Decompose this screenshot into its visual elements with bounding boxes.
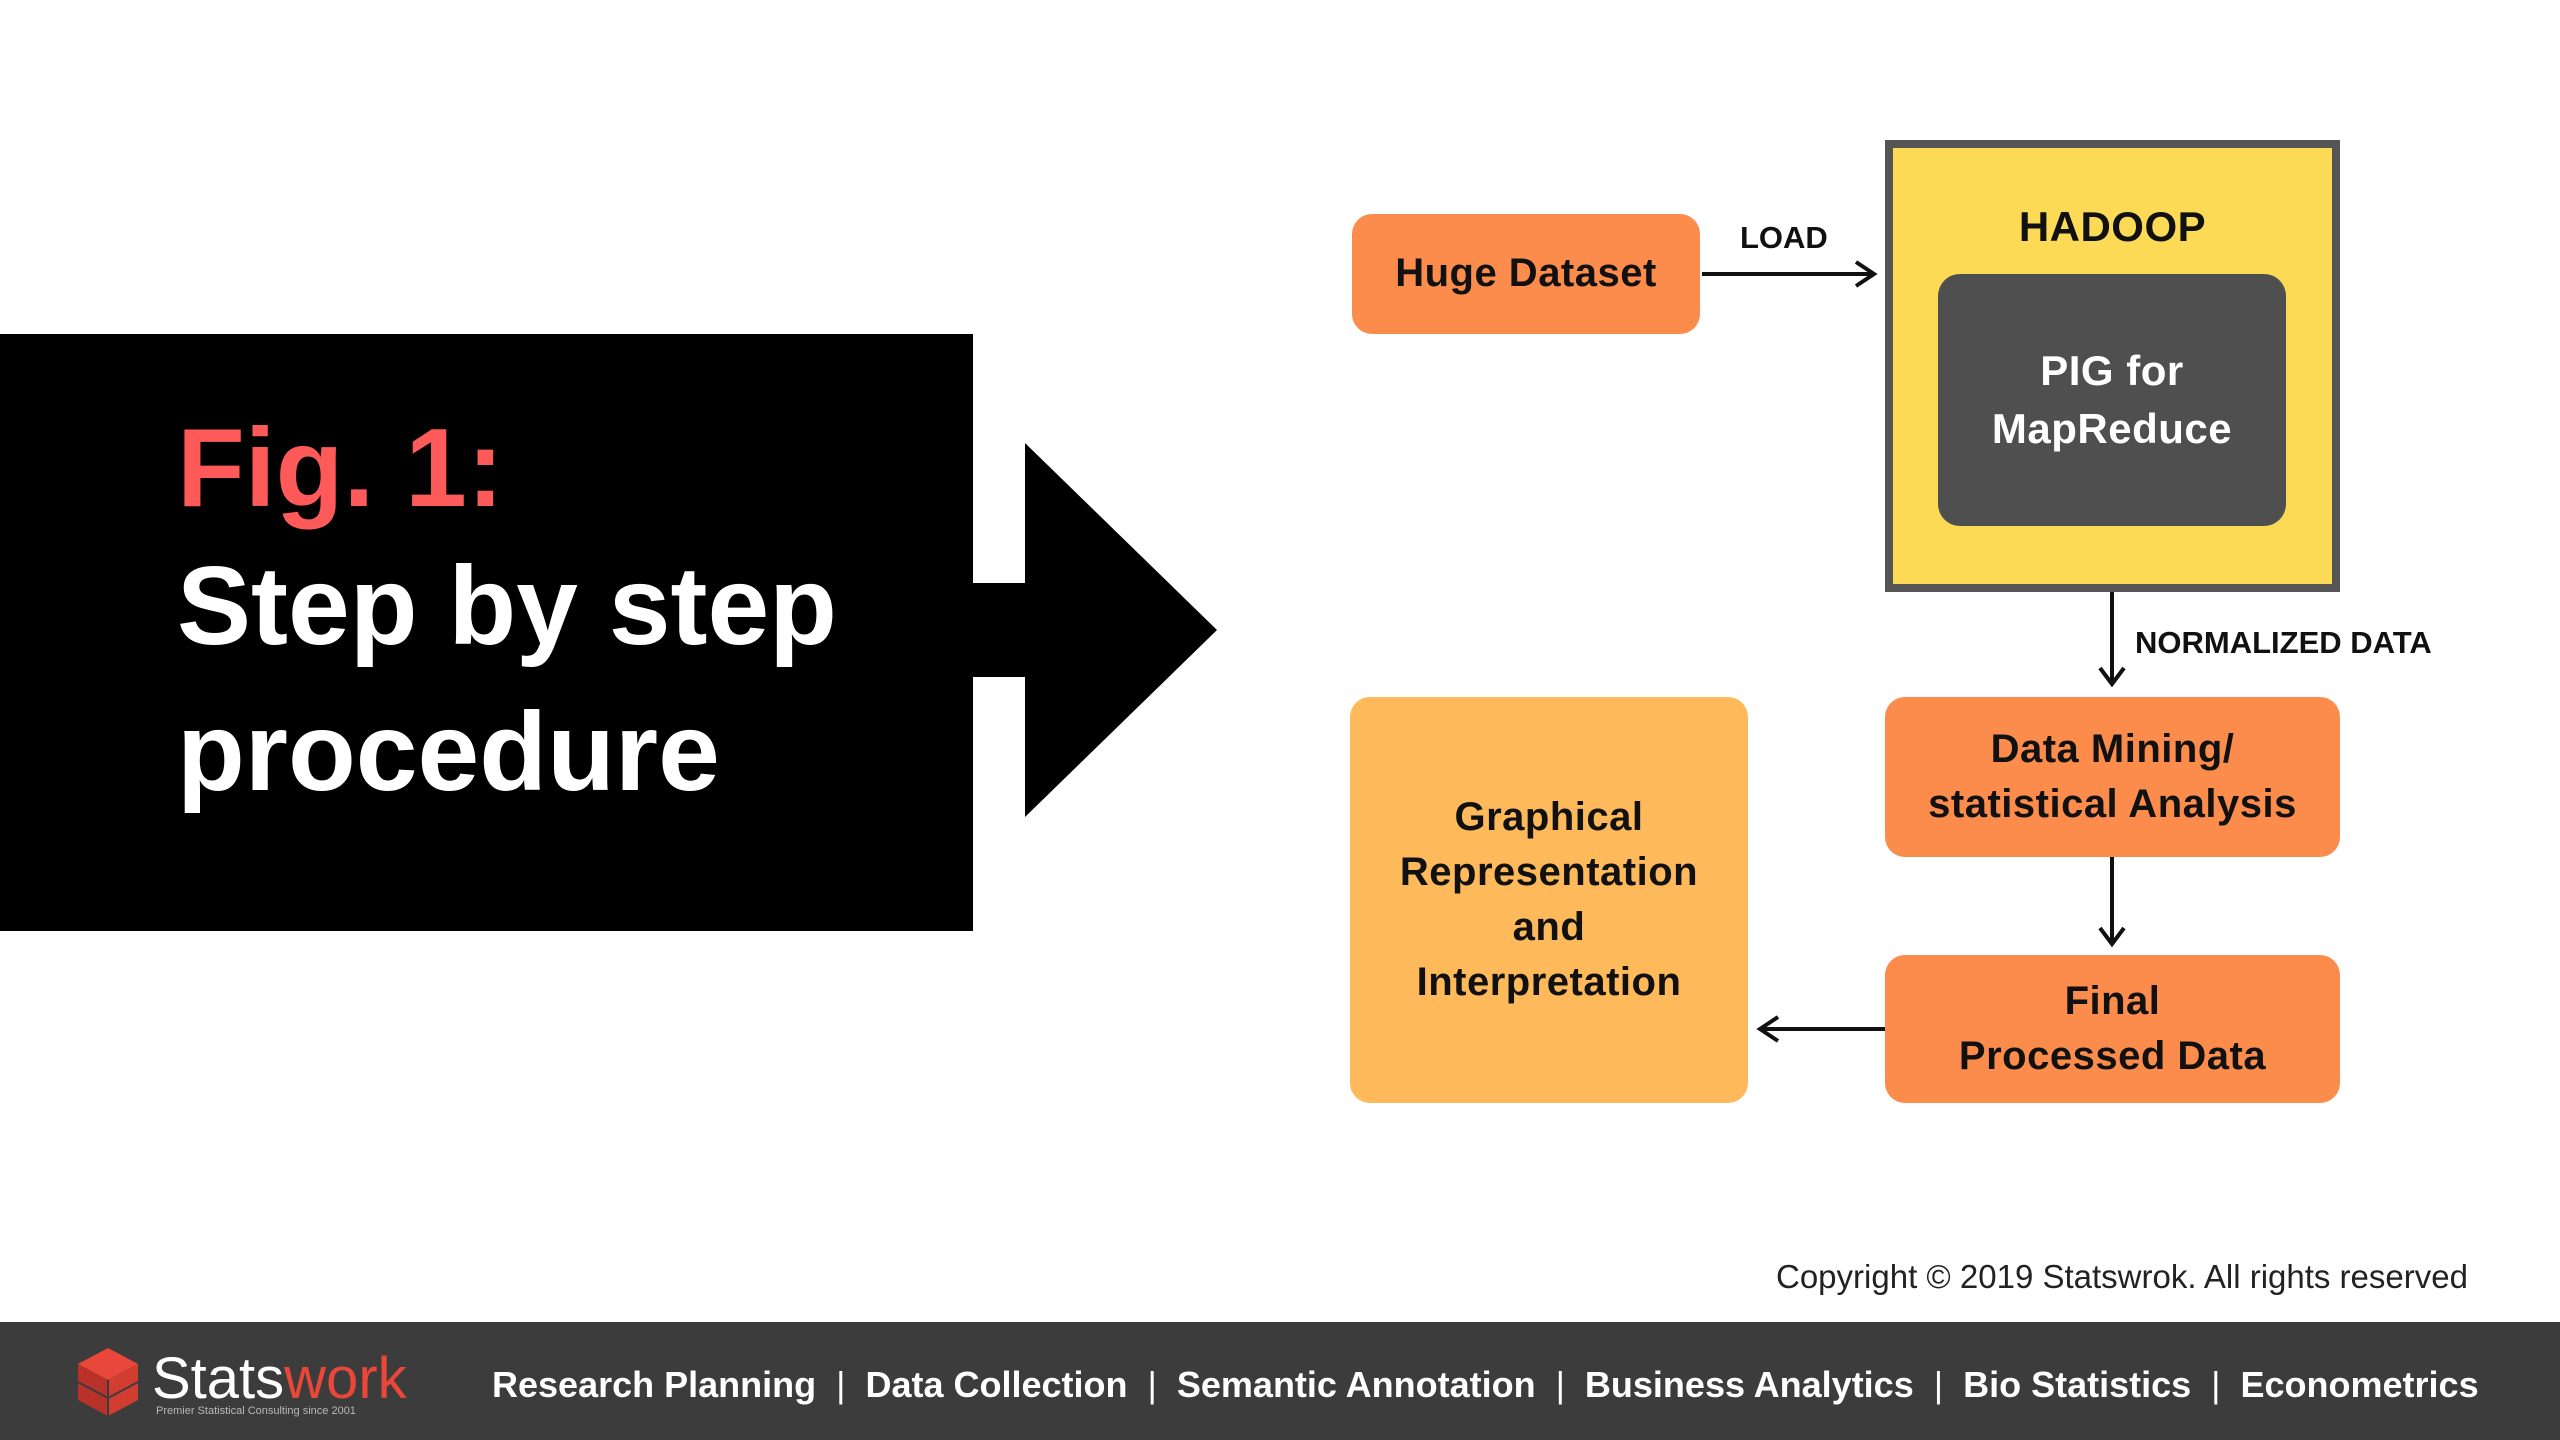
nav-bio-statistics[interactable]: Bio Statistics xyxy=(1963,1364,2192,1405)
pig-label-line-1: PIG for xyxy=(2040,347,2184,395)
footer-nav: Research Planning | Data Collection | Se… xyxy=(492,1357,2479,1413)
normalized-data-edge-label: NORMALIZED DATA xyxy=(2135,625,2432,660)
nav-separator: | xyxy=(1147,1364,1157,1405)
cube-logo-icon xyxy=(77,1348,139,1416)
logo-text-part-2: work xyxy=(284,1346,407,1411)
nav-separator: | xyxy=(1555,1364,1565,1405)
logo-text-part-1: Stats xyxy=(152,1346,285,1411)
copyright-text: Copyright © 2019 Statswrok. All rights r… xyxy=(1776,1258,2468,1295)
nav-econometrics[interactable]: Econometrics xyxy=(2240,1364,2479,1405)
final-label-line-1: Final xyxy=(2064,978,2161,1023)
graphical-representation-box: Graphical Representation and Interpretat… xyxy=(1350,697,1748,1103)
title-line-1: Step by step xyxy=(177,544,837,668)
hadoop-label: HADOOP xyxy=(2018,203,2207,250)
graph-label-line-3: and xyxy=(1512,905,1586,949)
nav-data-collection[interactable]: Data Collection xyxy=(865,1364,1128,1405)
arrow-to-graph-head xyxy=(1756,1015,1780,1043)
logo-tagline: Premier Statistical Consulting since 200… xyxy=(156,1405,356,1417)
title-panel xyxy=(0,334,973,931)
huge-dataset-box: Huge Dataset xyxy=(1352,214,1700,334)
nav-separator: | xyxy=(836,1364,846,1405)
big-arrow-shape xyxy=(960,443,1217,817)
pig-label-line-2: MapReduce xyxy=(1991,405,2233,452)
arrow-normalized-head xyxy=(2098,666,2126,688)
graph-label-line-4: Interpretation xyxy=(1416,960,1682,1005)
statswork-logo-text[interactable]: Statswork xyxy=(152,1345,407,1412)
arrow-load-head xyxy=(1854,260,1878,288)
pig-mapreduce-box: PIG for MapReduce xyxy=(1938,274,2286,526)
graph-label-line-1: Graphical xyxy=(1454,794,1644,839)
final-label-line-2: Processed Data xyxy=(1958,1034,2267,1078)
load-edge-label: LOAD xyxy=(1740,220,1828,255)
nav-separator: | xyxy=(2211,1364,2221,1405)
data-mining-box: Data Mining/ statistical Analysis xyxy=(1885,697,2340,857)
final-processed-data-box: Final Processed Data xyxy=(1885,955,2340,1103)
nav-semantic-annotation[interactable]: Semantic Annotation xyxy=(1176,1364,1536,1405)
nav-research-planning[interactable]: Research Planning xyxy=(492,1364,817,1405)
figure-label: Fig. 1: xyxy=(177,406,504,530)
arrow-to-final-head xyxy=(2098,926,2126,948)
title-line-2: procedure xyxy=(177,690,720,814)
mining-label-line-1: Data Mining/ xyxy=(1990,726,2235,771)
footer-bar xyxy=(0,1322,2560,1440)
mining-label-line-2: statistical Analysis xyxy=(1928,782,2297,826)
nav-separator: | xyxy=(1933,1364,1944,1405)
graph-label-line-2: Representation xyxy=(1399,849,1699,894)
nav-business-analytics[interactable]: Business Analytics xyxy=(1584,1364,1914,1405)
huge-dataset-label: Huge Dataset xyxy=(1395,251,1657,296)
